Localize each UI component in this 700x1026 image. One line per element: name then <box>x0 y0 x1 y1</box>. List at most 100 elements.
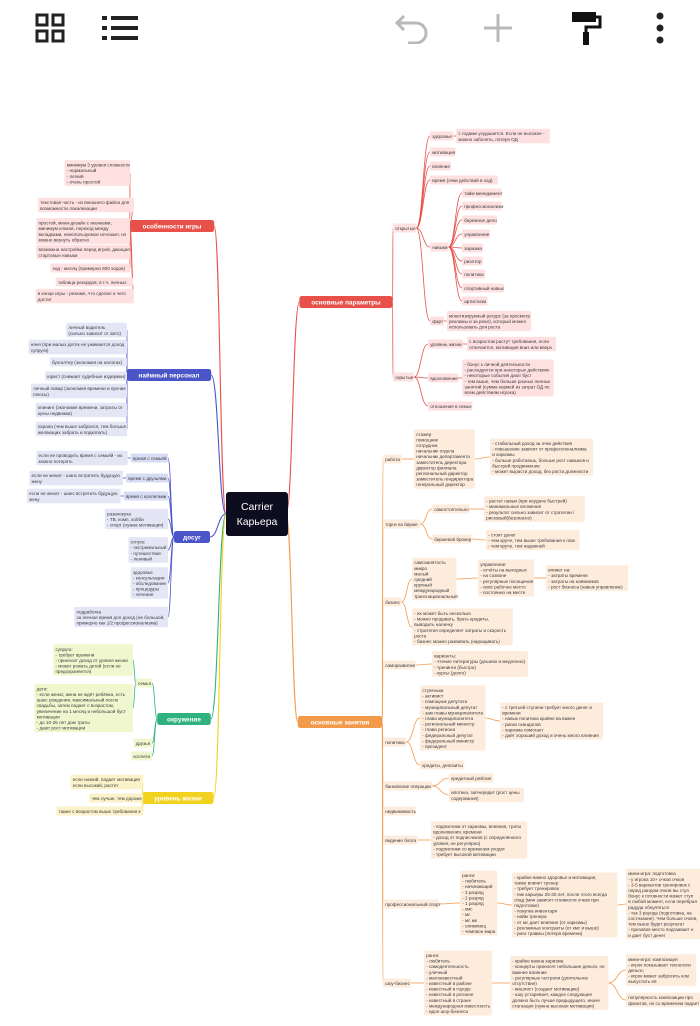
branch-environment[interactable]: окружение <box>157 713 211 725</box>
topic-environment[interactable]: супруга:- требует времени- приносит дохо… <box>53 644 133 676</box>
topic-activities-note[interactable]: мини-игра: подготовка- у игрока 10+ очко… <box>626 868 700 940</box>
topic-activities-note[interactable]: кредитный рейтинг <box>449 773 494 783</box>
add-icon[interactable] <box>478 8 518 48</box>
topic-params-skill[interactable]: управление <box>462 229 490 239</box>
topic-activities-note[interactable]: кредиты, депозиты <box>420 760 465 770</box>
topic-leisure[interactable]: отпуск:- экстремальный- путешествие- лен… <box>128 537 168 563</box>
topic-activities[interactable]: политика <box>383 737 407 747</box>
topic-activities[interactable]: бизнес <box>383 597 402 607</box>
branch-activities[interactable]: основные занятия <box>297 716 383 728</box>
topic-activities[interactable]: ведение блога <box>383 835 418 845</box>
topic-params-skill[interactable]: тайм менеджмент <box>462 188 504 198</box>
topic-staff[interactable]: юрист (снижает судебные издержки) <box>45 371 127 381</box>
undo-icon[interactable] <box>392 8 432 48</box>
topic-leisure[interactable]: развлекуха- ТВ, комп, хобби- спорт (нужн… <box>104 508 168 530</box>
topic-params-hidden[interactable]: скрытые <box>393 372 414 382</box>
topic-params[interactable]: мотивация <box>430 147 456 157</box>
topic-params-skill[interactable]: профессионализм <box>462 201 503 211</box>
topic-params[interactable]: влияние <box>430 161 451 171</box>
topic-params[interactable]: время (очки действий в ход) <box>430 175 498 185</box>
topic-activities[interactable]: работа <box>383 454 402 464</box>
topic-activities-note[interactable]: - их может быть несколько- можно продава… <box>412 608 513 646</box>
topic-activities-note[interactable]: влияет на:- затраты времени- затраты на … <box>546 565 628 591</box>
topic-activities[interactable]: профессиональный спорт <box>383 899 441 909</box>
topic-params[interactable]: здоровье <box>430 131 454 141</box>
grid-view-icon[interactable] <box>30 8 70 48</box>
topic-features[interactable]: текстовая часть - из внешнего файла дляв… <box>37 197 135 213</box>
topic-params-skill[interactable]: бережное дело <box>462 215 497 225</box>
branch-staff[interactable]: наёмный персонал <box>126 369 212 381</box>
topic-leisure-group[interactable]: время с коллегами <box>123 491 168 501</box>
topic-params-open[interactable]: открытые <box>393 223 417 233</box>
topic-activities-note[interactable]: самозанятостьмикромалыйсреднийкрупныймеж… <box>412 557 458 601</box>
branch-living[interactable]: уровень жизни <box>142 792 214 804</box>
topic-environment[interactable]: дети:- если женат, жена не ждёт ребёнка,… <box>34 683 133 733</box>
paint-roller-icon[interactable] <box>566 8 606 48</box>
topic-features[interactable]: таблица рекордов, в т.ч. личных <box>55 277 133 287</box>
topic-params[interactable]: уровень жизни <box>428 339 463 349</box>
topic-activities-note[interactable]: управление:- отчёты на выходных- на созв… <box>478 559 535 597</box>
topic-params-skill[interactable]: спортивный навык <box>462 283 505 293</box>
topic-living[interactable]: чем лучше, тем дороже <box>89 793 143 803</box>
branch-params[interactable]: основные параметры <box>299 296 393 308</box>
topic-environment[interactable]: коллеги <box>131 751 152 761</box>
topic-activities-note[interactable]: - крайне важно здоровье и мотивация,такж… <box>512 872 618 938</box>
topic-living[interactable]: также с возрастом выше требования к <box>56 806 143 816</box>
topic-features[interactable]: простой, мини-дизайн с иконками,минимум … <box>36 218 130 244</box>
topic-leisure-note[interactable]: если не женат - шанс встретить будущуюже… <box>26 488 121 504</box>
topic-features[interactable]: минимум 3 уровня сложности- нормальный- … <box>64 160 131 186</box>
topic-params-skill[interactable]: харизма <box>462 243 483 253</box>
topic-params-note[interactable]: с годами ухудшается. Если не высокое -мо… <box>456 128 550 144</box>
topic-leisure-group[interactable]: время с семьёй <box>130 453 168 463</box>
topic-staff[interactable]: охрана (чем выше забрался, тем большежел… <box>35 421 127 437</box>
topic-staff[interactable]: няня (при малых детях не ужимается доход… <box>28 339 128 355</box>
topic-params[interactable]: фарт <box>430 316 444 326</box>
topic-activities-note[interactable]: - крайне важна харизма- концерты принося… <box>510 956 609 1010</box>
topic-activities-note[interactable]: ипотека, запчередит (рост ценысодержания… <box>449 787 524 803</box>
topic-leisure-group[interactable]: время с друзьями <box>126 473 168 483</box>
topic-staff[interactable]: личный водитель(сильно зависит от авто) <box>66 322 127 338</box>
topic-params-note[interactable]: с возрастом растут требования, еслиотлич… <box>466 336 556 352</box>
topic-staff[interactable]: бухгалтер (экономия на налогах) <box>49 357 127 367</box>
list-view-icon[interactable] <box>100 8 140 48</box>
topic-params-skill[interactable]: политика <box>462 269 486 279</box>
topic-activities-sub[interactable]: биржевой брокер <box>432 534 472 544</box>
topic-leisure[interactable]: здоровье- консультации- обследование- пр… <box>130 567 168 599</box>
topic-activities[interactable]: шоу-бизнес <box>383 978 411 988</box>
topic-environment[interactable]: друзья <box>133 738 153 748</box>
more-vertical-icon[interactable] <box>640 8 680 48</box>
topic-activities-note[interactable]: ранги:- любитель- самодеятельность- улич… <box>424 950 492 1016</box>
topic-activities-note[interactable]: ступеньки- активист- помощник депутата- … <box>420 685 486 751</box>
topic-activities-note[interactable]: - стоит денег- чем круче, тем выше требо… <box>486 529 580 551</box>
topic-params-note[interactable]: монетизируемый ресурс (за просмотрреклам… <box>446 310 532 332</box>
topic-leisure-note[interactable]: если не проводить время с семьёй - ихмож… <box>36 450 128 466</box>
topic-params[interactable]: отношения в семье <box>428 401 473 411</box>
topic-activities[interactable]: недвижимость <box>383 806 417 816</box>
topic-params[interactable]: навыки <box>430 242 449 252</box>
topic-activities-note[interactable]: - растет навык (при неудаче быстрей)- ми… <box>484 496 585 522</box>
topic-activities-note[interactable]: - с третьей ступени требует много денег … <box>500 702 604 740</box>
topic-staff[interactable]: клининг (экономия времени, затраты отцен… <box>35 402 127 418</box>
topic-params-skill[interactable]: артистизм <box>462 296 488 306</box>
topic-params[interactable]: вдохновение <box>428 373 459 383</box>
topic-activities-note[interactable]: ранги:- любитель- начинающий- 3 разряд- … <box>460 870 498 936</box>
topic-activities-note[interactable]: мини-игра: композиция- игрок показывает … <box>626 954 697 986</box>
branch-leisure[interactable]: досуг <box>174 531 210 543</box>
topic-leisure-note[interactable]: если не женат - шанс встретить будущуюже… <box>29 470 123 486</box>
topic-activities[interactable]: банковские операции <box>383 781 433 791</box>
topic-activities-note[interactable]: варианты:- чтение литературы (дешево и м… <box>432 651 529 677</box>
topic-features[interactable]: возможна настройка перед игрой, дающаяст… <box>36 244 130 260</box>
topic-staff[interactable]: личный повар (экономия времени и прочиеп… <box>30 383 128 399</box>
topic-features[interactable]: в конце игры - резюме, что сделал и чего… <box>35 288 134 304</box>
topic-environment-family[interactable]: семья <box>135 678 152 688</box>
topic-activities[interactable]: саморазвитие <box>383 660 416 670</box>
topic-activities-note[interactable]: - стабильный доход за очки действия- пов… <box>490 438 594 476</box>
topic-params-skill[interactable]: риэлтор <box>462 256 483 266</box>
topic-params-note[interactable]: - бонус к личной деятельности- расходует… <box>462 359 554 397</box>
